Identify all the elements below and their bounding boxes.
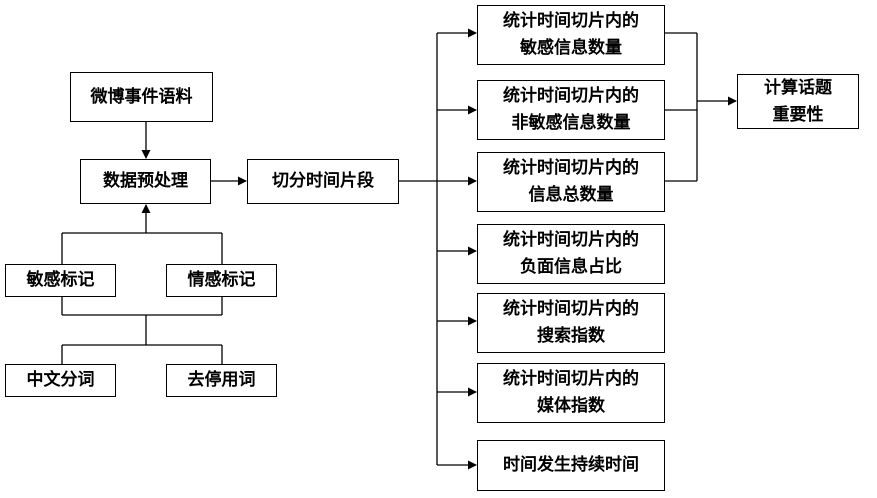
node-event-duration: 时间发生持续时间 xyxy=(477,440,665,491)
node-nonsensitive-count: 统计时间切片内的非敏感信息数量 xyxy=(477,80,665,140)
node-sensitive-count: 统计时间切片内的敏感信息数量 xyxy=(477,5,665,65)
node-time-slice: 切分时间片段 xyxy=(247,159,399,204)
node-preprocess: 数据预处理 xyxy=(80,159,211,204)
node-sensitive-tag: 敏感标记 xyxy=(5,264,116,297)
node-search-index: 统计时间切片内的搜索指数 xyxy=(477,293,665,353)
node-media-index: 统计时间切片内的媒体指数 xyxy=(477,363,665,423)
node-remove-stopwords: 去停用词 xyxy=(166,364,277,397)
node-chinese-segmentation: 中文分词 xyxy=(5,364,116,397)
node-topic-importance: 计算话题重要性 xyxy=(737,74,859,129)
node-negative-ratio: 统计时间切片内的负面信息占比 xyxy=(477,224,665,284)
node-weibo-corpus: 微博事件语料 xyxy=(70,72,213,122)
node-emotion-tag: 情感标记 xyxy=(166,264,277,297)
node-total-count: 统计时间切片内的信息总数量 xyxy=(477,152,665,212)
